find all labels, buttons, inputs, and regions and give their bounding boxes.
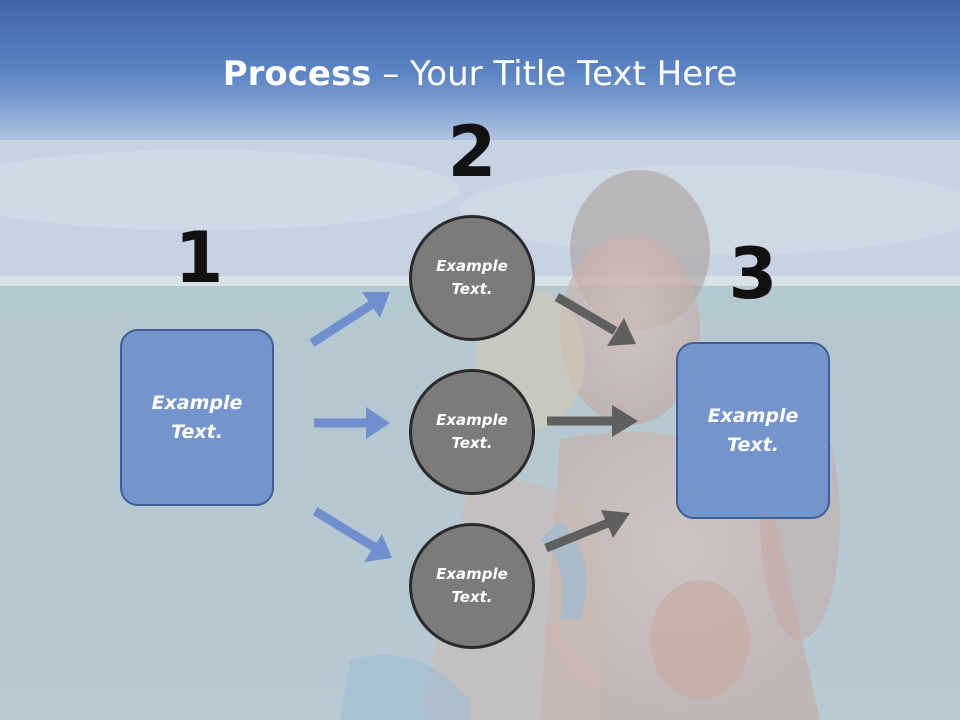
circle-bottom-line2: Text.: [451, 588, 493, 606]
example-text-circle-middle: Example Text.: [409, 369, 535, 495]
circle-top-line2: Text.: [451, 280, 493, 298]
box-right-line1: Example: [707, 404, 799, 427]
step-number-1: 1: [174, 217, 224, 299]
title-bold-part: Process: [222, 54, 372, 94]
circle-top-line1: Example: [436, 257, 508, 275]
example-text-circle-top: Example Text.: [409, 215, 535, 341]
circle-bottom-line1: Example: [436, 565, 508, 583]
box-left-line2: Text.: [171, 420, 223, 443]
step-number-2: 2: [447, 111, 497, 193]
step-number-3: 3: [728, 233, 778, 315]
example-text-circle-bottom: Example Text.: [409, 523, 535, 649]
example-text-box-right: Example Text.: [676, 342, 830, 519]
example-text-box-left: Example Text.: [120, 329, 274, 506]
box-left-line1: Example: [151, 391, 243, 414]
box-right-line2: Text.: [727, 433, 779, 456]
circle-middle-line2: Text.: [451, 434, 493, 452]
slide-title: Process – Your Title Text Here: [0, 52, 960, 96]
circle-middle-line1: Example: [436, 411, 508, 429]
title-rest-part: – Your Title Text Here: [371, 54, 738, 94]
